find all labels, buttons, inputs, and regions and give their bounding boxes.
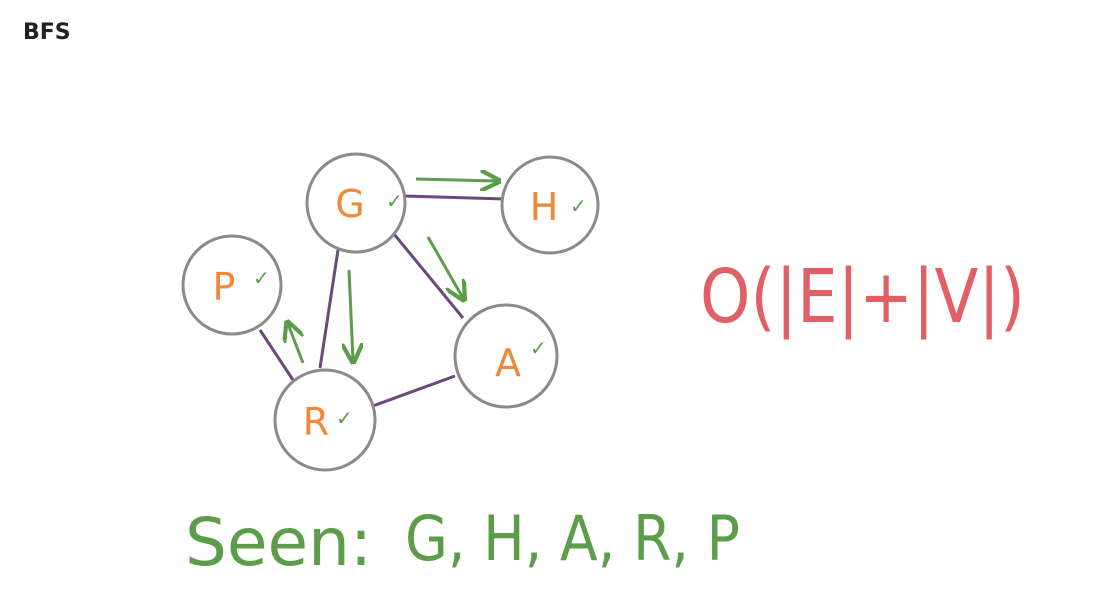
node-h: H ✓ <box>500 155 600 255</box>
node-a-check-icon: ✓ <box>530 336 547 360</box>
node-p-check-icon: ✓ <box>253 266 270 290</box>
graph-edges <box>258 194 506 409</box>
node-r-check-icon: ✓ <box>336 406 353 430</box>
node-h-label: H <box>530 185 559 229</box>
node-a-label: A <box>495 341 521 385</box>
arrow-g-r <box>349 269 353 360</box>
traversal-arrows <box>288 179 497 363</box>
node-g-check-icon: ✓ <box>386 189 403 213</box>
complexity-annotation: O(|E|+|V|) <box>700 254 1025 340</box>
edge-g-h <box>403 194 506 201</box>
node-g-label: G <box>335 182 364 226</box>
node-r-label: R <box>303 400 329 444</box>
arrow-g-h <box>415 179 497 181</box>
edge-p-r <box>258 329 295 381</box>
seen-order: G, H, A, R, P <box>405 502 740 575</box>
arrow-r-p <box>288 324 305 364</box>
page-title: BFS <box>23 20 71 45</box>
edge-g-r <box>318 249 340 369</box>
node-r: R ✓ <box>273 368 377 472</box>
edge-g-a <box>392 233 465 319</box>
node-p: P ✓ <box>181 234 283 336</box>
node-p-label: P <box>213 265 236 309</box>
seen-label: Seen: <box>185 504 372 581</box>
node-g: G ✓ <box>305 152 407 254</box>
node-h-check-icon: ✓ <box>570 194 587 218</box>
arrow-g-a <box>426 236 463 298</box>
node-a: A ✓ <box>453 303 559 409</box>
edge-a-r <box>369 374 456 409</box>
